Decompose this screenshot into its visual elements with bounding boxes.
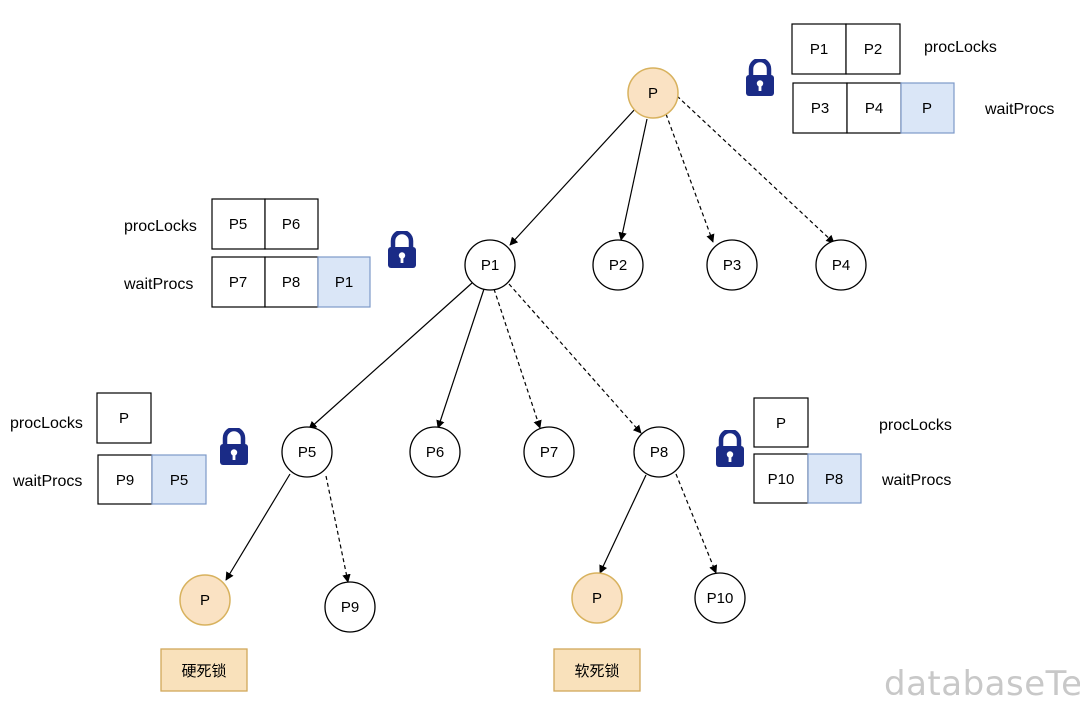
edge-p1-p8-waiting [508, 283, 642, 434]
node-p1: P1 [464, 239, 516, 291]
edge-p5-p9-waiting [325, 475, 351, 583]
edge-p1-p5 [308, 282, 473, 430]
node-p7-label: P7 [540, 444, 558, 461]
proc-cell: P1 [810, 41, 828, 58]
proc-cell: P5 [229, 216, 247, 233]
wait-cell: P8 [825, 471, 843, 488]
node-p8: P8 [633, 426, 685, 478]
edge-p8-p10-waiting [675, 473, 718, 574]
padlock-icon [220, 429, 248, 465]
wait-cell: P7 [229, 274, 247, 291]
edge-root-p2 [618, 118, 648, 241]
node-p3-label: P3 [723, 257, 741, 274]
tag-hard-deadlock: 硬死锁 [160, 648, 248, 692]
edges [225, 95, 835, 583]
node-right-leaf: P [571, 572, 623, 624]
node-p1-label: P1 [481, 257, 499, 274]
node-p5-label: P5 [298, 444, 316, 461]
proc-cell: P [776, 415, 786, 432]
wait-procs-root: P3 P4 P [792, 82, 955, 134]
node-p4: P4 [815, 239, 867, 291]
node-p2: P2 [592, 239, 644, 291]
node-p6: P6 [409, 426, 461, 478]
wait-cell: P9 [116, 472, 134, 489]
node-left-leaf-label: P [200, 592, 210, 609]
node-p3: P3 [706, 239, 758, 291]
node-root: P [627, 67, 679, 119]
wait-procs-p5: P9 P5 [97, 454, 207, 505]
edge-root-p1 [509, 107, 637, 246]
tag-soft-label: 软死锁 [574, 662, 619, 680]
wait-cell: P4 [865, 100, 883, 117]
tag-soft-deadlock: 软死锁 [553, 648, 641, 692]
edge-p5-leaf [225, 473, 291, 581]
edge-root-p3-waiting [665, 113, 715, 243]
wait-procs-p8: P10 P8 [753, 453, 862, 504]
node-p6-label: P6 [426, 444, 444, 461]
node-p9-label: P9 [341, 599, 359, 616]
nodes: P P1 P2 P3 P4 P5 P6 P7 [179, 67, 867, 633]
edge-p1-p7-waiting [493, 288, 542, 429]
lock-table-root: P1 P2 procLocks P3 P4 P waitProcs [746, 23, 1054, 134]
proc-locks-p5: P [96, 392, 152, 444]
edge-p8-leaf [599, 474, 647, 574]
node-p8-label: P8 [650, 444, 668, 461]
node-p10-label: P10 [707, 590, 734, 607]
node-left-leaf: P [179, 574, 231, 626]
lock-table-p8: P procLocks P10 P8 waitProcs [716, 397, 952, 504]
wait-cell: P1 [335, 274, 353, 291]
padlock-icon [746, 60, 774, 96]
proc-cell: P6 [282, 216, 300, 233]
proc-locks-label: procLocks [879, 417, 952, 434]
proc-locks-label: procLocks [10, 415, 83, 432]
tag-hard-label: 硬死锁 [181, 662, 226, 680]
lock-table-p1: procLocks P5 P6 waitProcs P7 P8 P1 [123, 198, 416, 308]
edge-root-p4-waiting [676, 95, 835, 244]
wait-cell: P [922, 100, 932, 117]
edge-p1-p6 [436, 288, 485, 429]
node-p10: P10 [694, 572, 746, 624]
proc-cell: P2 [864, 41, 882, 58]
proc-locks-label: procLocks [124, 218, 197, 235]
wait-cell: P10 [768, 471, 795, 488]
watermark-text: databaseTech [884, 664, 1080, 704]
padlock-icon [716, 431, 744, 467]
padlock-icon [388, 232, 416, 268]
node-p9: P9 [324, 581, 376, 633]
node-p2-label: P2 [609, 257, 627, 274]
node-p7: P7 [523, 426, 575, 478]
wait-procs-label: waitProcs [12, 473, 82, 490]
wait-procs-label: waitProcs [984, 101, 1054, 118]
node-p4-label: P4 [832, 257, 850, 274]
proc-cell: P [119, 410, 129, 427]
node-root-label: P [648, 85, 658, 102]
wait-procs-label: waitProcs [881, 472, 951, 489]
wait-procs-label: waitProcs [123, 276, 193, 293]
wait-cell: P3 [811, 100, 829, 117]
proc-locks-p8: P [753, 397, 809, 448]
node-right-leaf-label: P [592, 590, 602, 607]
proc-locks-p1: P5 P6 [211, 198, 319, 250]
wait-cell: P5 [170, 472, 188, 489]
proc-locks-root: P1 P2 [791, 23, 901, 75]
lock-table-p5: procLocks P waitProcs P9 P5 [10, 392, 248, 505]
node-p5: P5 [281, 426, 333, 478]
wait-cell: P8 [282, 274, 300, 291]
proc-locks-label: procLocks [924, 39, 997, 56]
wait-procs-p1: P7 P8 P1 [211, 256, 371, 308]
